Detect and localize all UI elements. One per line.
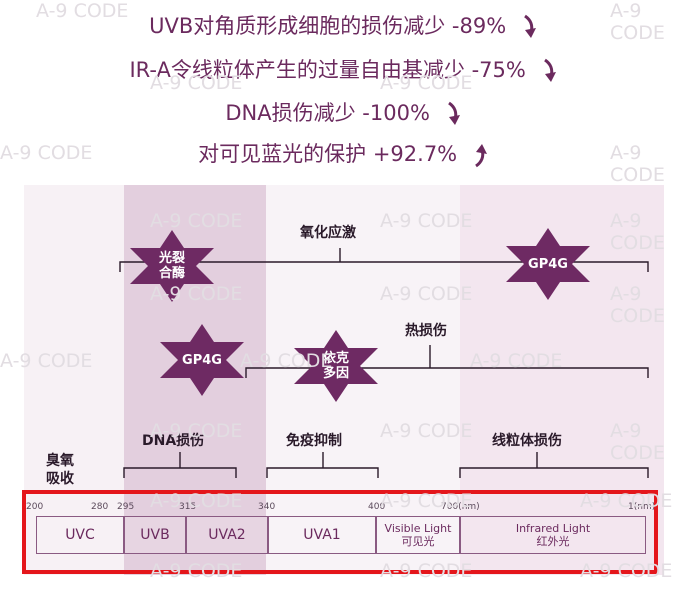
visible-en: Visible Light — [384, 522, 452, 535]
band-uvc — [24, 185, 124, 575]
hexagram-icon — [130, 230, 214, 302]
band-cell-infrared: Infrared Light 红外光 — [460, 516, 646, 554]
ozone-line-2: 吸收 — [46, 471, 74, 487]
down-arrow-icon — [447, 101, 460, 125]
tick-315: 315 — [179, 502, 197, 512]
claim-text: DNA损伤减少 -100% — [225, 101, 430, 125]
tick-400: 400 — [368, 502, 386, 512]
highlight-frame — [22, 490, 658, 574]
tick-295: 295 — [117, 502, 135, 512]
label-immune-suppression: 免疫抑制 — [286, 433, 342, 449]
claim-text: UVB对角质形成细胞的损伤减少 -89% — [149, 14, 507, 38]
star-gp4g-top: GP4G — [506, 228, 590, 300]
tick-1nm: 1(nm) — [628, 502, 656, 512]
infrared-en: Infrared Light — [515, 522, 591, 535]
claim-text: IR-A令线粒体产生的过量自由基减少 -75% — [129, 58, 526, 82]
band-cell-uvc: UVC — [36, 516, 124, 554]
tick-340: 340 — [258, 502, 276, 512]
tick-700nm: 700(nm) — [441, 502, 480, 512]
band-cell-uva1: UVA1 — [268, 516, 376, 554]
band-cell-uvb: UVB — [124, 516, 186, 554]
label-mito-damage: 线粒体损伤 — [492, 433, 562, 449]
label-oxidative-stress: 氧化应激 — [300, 225, 356, 241]
star-photolyase: 光裂合酶 — [130, 230, 214, 302]
ozone-line-1: 臭氧 — [46, 453, 74, 469]
hexagram-icon — [506, 228, 590, 300]
hexagram-icon — [294, 330, 378, 402]
hexagram-icon — [160, 324, 244, 396]
claim-blue-light: 对可见蓝光的保护 +92.7% — [0, 138, 688, 168]
label-ozone-absorb: 臭氧 吸收 — [46, 452, 74, 488]
band-cell-visible: Visible Light 可见光 — [376, 516, 460, 554]
tick-280: 280 — [91, 502, 109, 512]
visible-zh: 可见光 — [401, 535, 435, 548]
star-ectoin: 依克多因 — [294, 330, 378, 402]
star-text: 依克多因 — [322, 351, 349, 381]
claim-ira: IR-A令线粒体产生的过量自由基减少 -75% — [0, 54, 688, 84]
star-text: 光裂合酶 — [158, 251, 185, 281]
label-heat-damage: 热损伤 — [405, 323, 447, 339]
claim-text: 对可见蓝光的保护 +92.7% — [198, 142, 458, 166]
claim-uvb: UVB对角质形成细胞的损伤减少 -89% — [0, 10, 688, 40]
up-arrow-icon — [474, 144, 487, 168]
claim-dna: DNA损伤减少 -100% — [0, 97, 688, 127]
star-gp4g-mid: GP4G — [160, 324, 244, 396]
down-arrow-icon — [523, 14, 536, 38]
star-text: GP4G — [182, 352, 222, 368]
down-arrow-icon — [543, 58, 556, 82]
star-text: GP4G — [528, 256, 568, 272]
label-dna-damage: DNA损伤 — [142, 433, 205, 449]
band-cell-uva2: UVA2 — [186, 516, 268, 554]
tick-200: 200 — [26, 502, 44, 512]
infrared-zh: 红外光 — [536, 535, 570, 548]
